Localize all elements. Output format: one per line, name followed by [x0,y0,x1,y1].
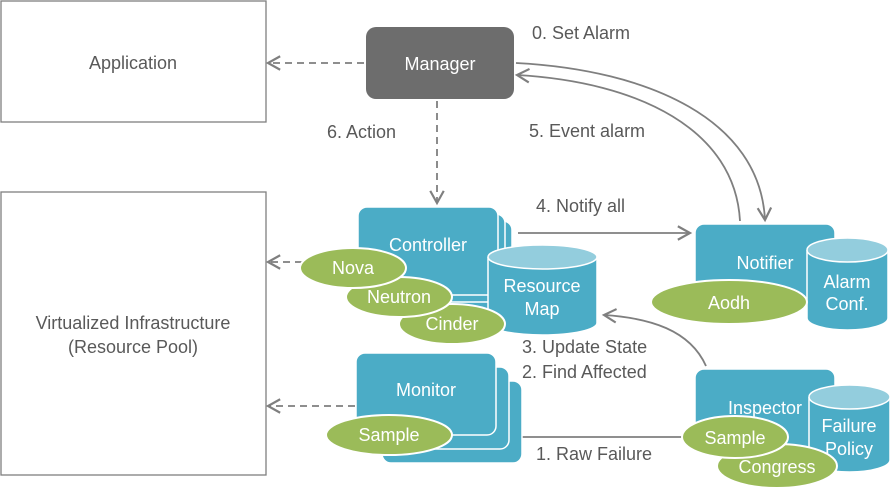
arrow-set-alarm [515,62,773,223]
cinder-label: Cinder [425,314,478,334]
monitor-sample-label: Sample [358,425,419,445]
arrow-update-state [601,308,707,367]
infra-label-line1: Virtualized Infrastructure [36,313,231,333]
inspector-sample-plugin: Sample [681,415,789,459]
inspector-label: Inspector [728,398,802,418]
application-box: Application [0,0,267,123]
controller-label: Controller [389,235,467,255]
virtualized-infrastructure-box: Virtualized Infrastructure (Resource Poo… [0,191,267,476]
failure-policy-db: Failure Policy [808,384,891,473]
step-6-label: 6. Action [327,122,396,142]
resource-map-label-2: Map [524,299,559,319]
manager-node: Manager [366,27,514,99]
alarm-conf-db: Alarm Conf. [806,237,889,331]
step-2-label: 2. Find Affected [522,362,647,382]
alarm-conf-label-2: Conf. [825,294,868,314]
failure-policy-label-1: Failure [821,416,876,436]
step-4-label: 4. Notify all [536,196,625,216]
inspector-sample-label: Sample [704,428,765,448]
congress-label: Congress [738,457,815,477]
nova-label: Nova [332,258,375,278]
neutron-label: Neutron [367,287,431,307]
monitor-label: Monitor [396,380,456,400]
resource-map-label-1: Resource [503,276,580,296]
arrow-event-alarm [514,67,741,222]
failure-policy-label-2: Policy [825,439,873,459]
nova-plugin: Nova [299,247,407,289]
notifier-label: Notifier [736,253,793,273]
monitor-sample-plugin: Sample [325,414,453,456]
step-3-label: 3. Update State [522,337,647,357]
step-1-label: 1. Raw Failure [536,444,652,464]
aodh-label: Aodh [708,293,750,313]
infra-label-line2: (Resource Pool) [68,337,198,357]
manager-label: Manager [404,54,475,74]
step-5-label: 5. Event alarm [529,121,645,141]
aodh-plugin: Aodh [650,279,808,325]
application-label: Application [89,53,177,73]
alarm-conf-label-1: Alarm [823,272,870,292]
step-0-label: 0. Set Alarm [532,23,630,43]
resource-map-db: Resource Map [487,244,598,336]
